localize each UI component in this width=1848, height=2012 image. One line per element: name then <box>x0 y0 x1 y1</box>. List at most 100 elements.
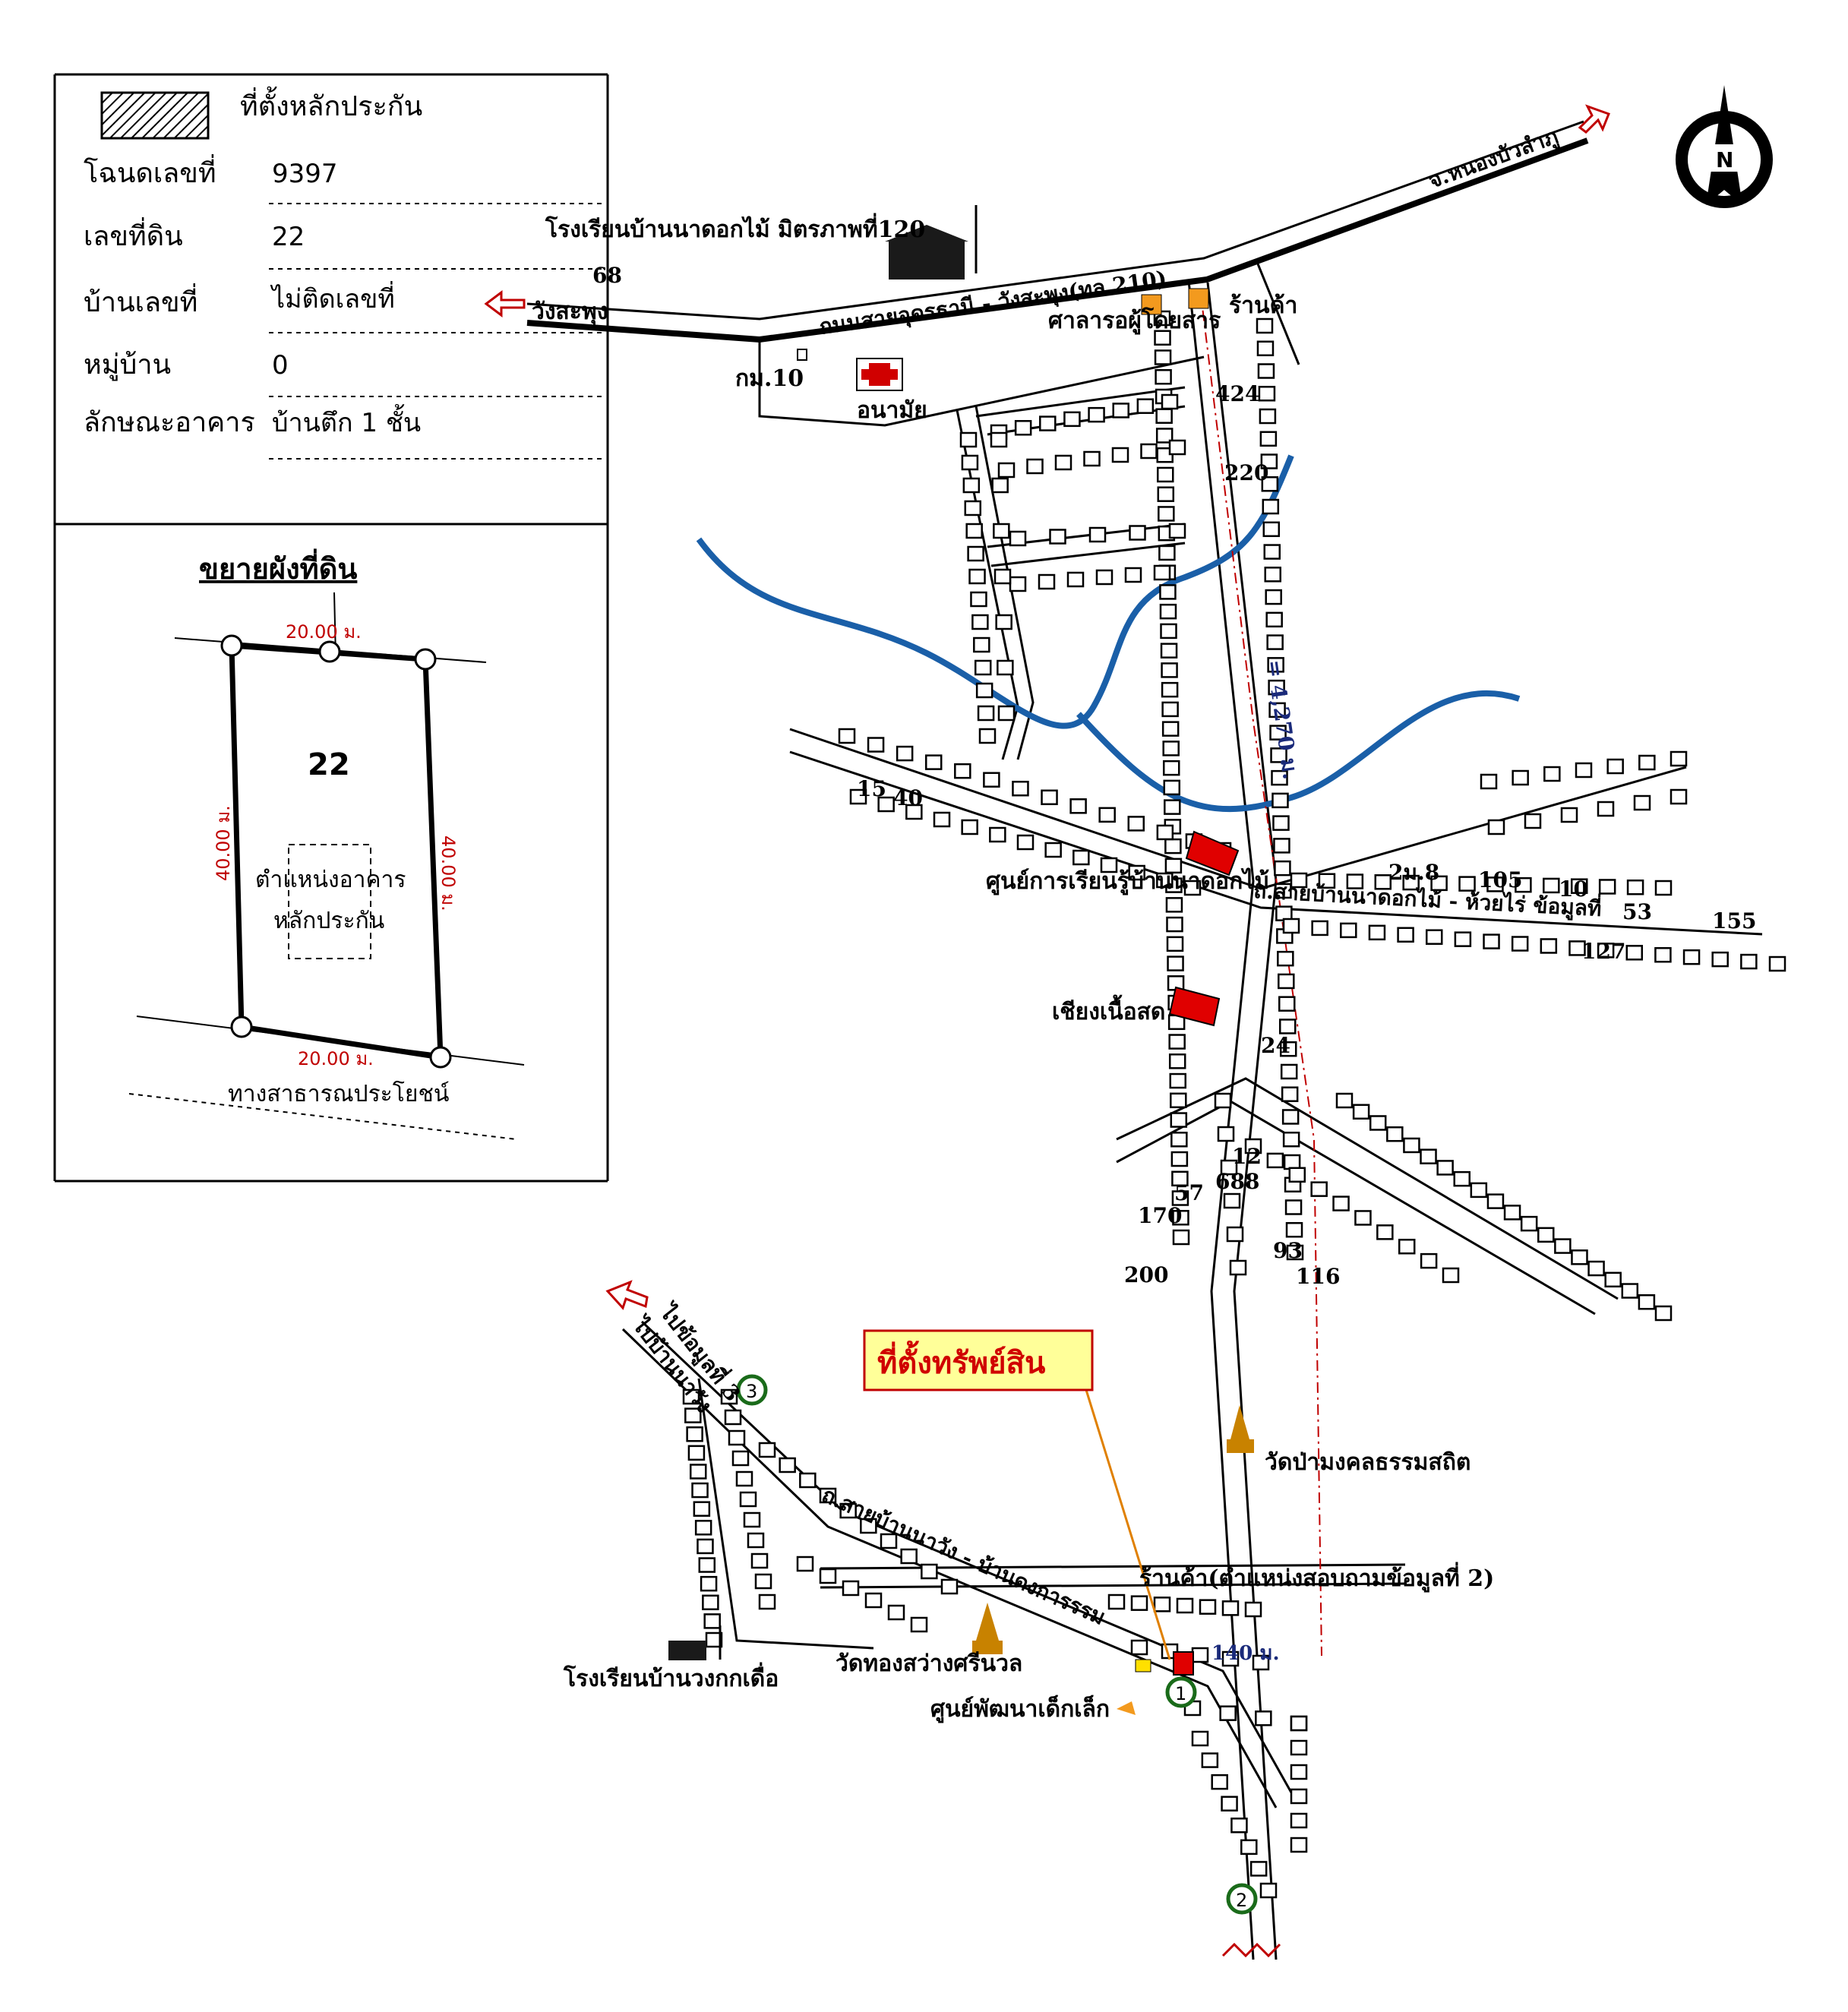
house-icon <box>1211 1774 1228 1790</box>
house-icon <box>1265 611 1283 628</box>
house-icon <box>990 431 1008 448</box>
house-icon <box>1280 1063 1298 1080</box>
house-icon <box>970 591 987 608</box>
house-icon <box>1290 1715 1308 1732</box>
house-icon <box>1111 447 1129 463</box>
house-icon <box>1170 1112 1188 1128</box>
house-icon <box>1129 525 1146 541</box>
house-icon <box>860 1518 877 1534</box>
house-icon <box>867 737 885 753</box>
house-icon <box>682 1388 700 1405</box>
arrow-right-icon <box>1578 104 1610 134</box>
house-icon <box>1568 940 1586 956</box>
house-icon <box>959 431 978 448</box>
house-icon <box>842 1580 860 1597</box>
house-icon <box>887 1604 905 1621</box>
house-icon <box>1332 1196 1350 1211</box>
house-icon <box>1288 1167 1306 1183</box>
house-icon <box>973 636 990 653</box>
house-icon <box>977 705 995 722</box>
house-icon <box>997 462 1016 479</box>
house-icon <box>1543 877 1560 894</box>
legend-row-value: บ้านตึก 1 ชั้น <box>272 404 421 438</box>
house-icon <box>1487 819 1505 835</box>
house-icon <box>1229 1259 1247 1276</box>
house-icon <box>1158 506 1175 522</box>
house-icon <box>1044 842 1062 858</box>
house-icon <box>1587 1260 1605 1277</box>
house-icon <box>1543 766 1561 782</box>
house-icon <box>978 728 997 744</box>
house-icon <box>1038 573 1056 590</box>
house-icon <box>849 788 867 805</box>
shop-marker <box>1135 1659 1151 1672</box>
house-icon <box>1286 1244 1304 1261</box>
house-number: 2ม.8 <box>1388 860 1439 885</box>
house-icon <box>997 659 1014 676</box>
house-icon <box>1155 368 1172 385</box>
house-icon <box>1571 1249 1588 1265</box>
public-road-label: ทางสาธารณประโยชน์ <box>228 1080 449 1107</box>
house-icon <box>1368 924 1386 941</box>
house-icon <box>1480 773 1498 790</box>
school-bottom-label: โรงเรียนบ้านวงกกเดื่อ <box>563 1662 779 1692</box>
house-icon <box>1264 567 1281 583</box>
house-icon <box>1240 1839 1258 1856</box>
house-icon <box>758 1442 776 1458</box>
house-icon <box>1284 1199 1303 1215</box>
house-icon <box>1155 408 1173 424</box>
house-icon <box>965 523 983 539</box>
parcel-number: 22 <box>308 747 350 782</box>
house-icon <box>877 796 895 813</box>
house-icon <box>1271 792 1289 809</box>
north-arrow-icon: N <box>1676 85 1773 208</box>
house-icon <box>1266 634 1284 650</box>
house-icon <box>1260 453 1278 469</box>
learning-center-marker <box>1185 830 1240 876</box>
house-icon <box>1486 876 1504 892</box>
house-icon <box>1026 458 1044 475</box>
house-icon <box>1290 1764 1308 1780</box>
house-icon <box>905 804 923 820</box>
left-dimension: 40.00 ม. <box>213 805 234 881</box>
house-icon <box>750 1552 769 1569</box>
distance-label: = 4,270 ม. <box>1262 658 1303 781</box>
house-icon <box>1219 1705 1237 1721</box>
house-icon <box>1156 824 1174 841</box>
house-icon <box>1154 349 1172 365</box>
legend-row-value: 0 <box>272 350 289 381</box>
house-icon <box>1054 454 1072 471</box>
house-icon <box>1112 403 1129 419</box>
house-number: 127 <box>1581 939 1625 964</box>
legend-row-value: 9397 <box>272 159 338 189</box>
house-icon <box>1014 420 1032 436</box>
house-number: 53 <box>1622 899 1652 924</box>
house-number: 10 <box>1559 876 1588 902</box>
house-icon <box>1160 643 1178 659</box>
building-outline <box>288 844 371 959</box>
house-icon <box>1072 849 1090 866</box>
marker-3: 3 <box>736 1374 768 1406</box>
house-icon <box>1503 1205 1521 1221</box>
house-icon <box>728 1429 746 1446</box>
house-icon <box>1244 1138 1262 1154</box>
legend-row-label: ลักษณะอาคาร <box>84 407 255 438</box>
house-icon <box>1157 466 1174 483</box>
house-icon <box>1436 1160 1454 1176</box>
house-icon <box>1140 443 1158 460</box>
house-icon <box>1249 1861 1268 1877</box>
legend-row-label: บ้านเลขที่ <box>84 283 197 318</box>
house-icon <box>687 1445 706 1461</box>
house-icon <box>1157 486 1175 502</box>
house-icon <box>1470 1182 1488 1199</box>
plot-title: ขยายผังที่ดิน <box>199 548 357 586</box>
house-icon <box>1063 411 1081 428</box>
house-icon <box>1256 317 1274 334</box>
house-icon <box>933 811 951 828</box>
house-icon <box>1161 721 1180 737</box>
house-icon <box>1597 801 1615 817</box>
house-icon <box>1221 1796 1238 1811</box>
house-icon <box>1162 741 1180 756</box>
